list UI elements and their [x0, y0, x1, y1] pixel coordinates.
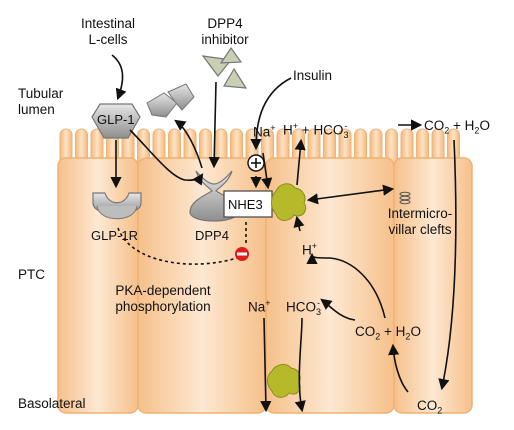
arrow-dpp4-to-fragments: [174, 119, 203, 169]
ion-co2-h2o-cell: CO2 + H2O: [355, 324, 421, 342]
arrow-insulin: [250, 77, 292, 151]
label-glp1r: GLP-1R: [91, 228, 138, 243]
label-dpp4-inhibitor-line2: inhibitor: [201, 32, 249, 47]
ion-co2-basolateral: CO2: [417, 398, 443, 416]
label-ptc: PTC: [18, 267, 45, 282]
proximal-tubule-cells: [57, 157, 473, 414]
ion-h-apical: H+ + HCO3-: [283, 121, 349, 141]
arrow-co2-down: [438, 139, 457, 391]
label-lcells: L-cells: [88, 32, 128, 47]
label-pka: PKA-dependent phosphorylation: [103, 283, 223, 315]
cleaved-glp1-fragments: [146, 83, 195, 118]
label-dpp4: DPP4: [195, 228, 229, 243]
label-intermicrovillar: Intermicro- villar clefts: [375, 206, 465, 238]
arrow-glp1-to-dpp4: [129, 129, 204, 186]
arrow-na-into-cell: [261, 152, 273, 190]
inhibitor-triangle-3: [223, 67, 248, 89]
dpp4-inhibitor-molecules: [201, 46, 248, 89]
ion-h-cell: H+: [302, 241, 318, 258]
intermicrovillar-cleft-icon: [399, 191, 411, 205]
arrow-lcells-to-glp1: [111, 54, 127, 101]
ion-co2-h2o-apical: CO2 + H2O: [424, 118, 490, 136]
arrow-to-clefts: [306, 184, 395, 205]
stimulation-icon: [247, 154, 265, 172]
label-glp1: GLP-1: [97, 112, 135, 127]
arrows: [110, 54, 457, 413]
label-nhe3: NHE3: [228, 197, 263, 212]
arrow-co2-into-cell: [388, 343, 409, 393]
inhibition-icon: [235, 247, 249, 261]
glp1-molecule: [91, 103, 141, 139]
cell-4: [393, 157, 473, 414]
arrow-co2-to-hco3-mid: [320, 298, 356, 321]
label-pka-line2: phosphorylation: [115, 299, 211, 314]
inhibitor-triangle-2: [219, 46, 243, 64]
ion-na-apical: Na+: [253, 123, 276, 140]
ion-hco3-cell: HCO3-: [286, 298, 322, 318]
label-pka-line1: PKA-dependent: [115, 283, 211, 298]
basolateral-transporter: [267, 363, 301, 398]
label-intestinal-lcells: Intestinal L-cells: [68, 16, 148, 48]
arrow-hco3-down: [294, 317, 306, 413]
glp1r-receptor: [92, 192, 142, 220]
label-dpp4-inhibitor-line1: DPP4: [207, 16, 243, 31]
label-tubular-lumen: Tubular lumen: [18, 86, 63, 118]
glp1-fragment-2: [167, 83, 195, 111]
apical-exchanger: [271, 183, 307, 221]
arrow-na-down: [260, 317, 272, 413]
arrow-h-out: [294, 138, 306, 186]
label-insulin: Insulin: [293, 68, 333, 83]
nhe3-box: [223, 190, 273, 218]
label-tubular: Tubular: [18, 86, 64, 101]
arrow-co2-to-h: [306, 252, 386, 319]
label-intermicro-line2: villar clefts: [388, 222, 452, 237]
label-dpp4-inhibitor: DPP4 inhibitor: [194, 16, 256, 48]
arrow-h-to-exchanger: [293, 215, 305, 232]
label-intermicro-line1: Intermicro-: [387, 206, 453, 221]
pka-dashed-path: [117, 227, 238, 265]
label-lumen: lumen: [18, 102, 55, 117]
glp1-fragment-1: [146, 92, 178, 118]
label-basolateral: Basolateral: [18, 396, 86, 411]
arrow-inhibitor-to-dpp4: [208, 81, 220, 169]
label-intestinal: Intestinal: [80, 16, 136, 31]
ion-na-cell: Na+: [248, 298, 271, 315]
